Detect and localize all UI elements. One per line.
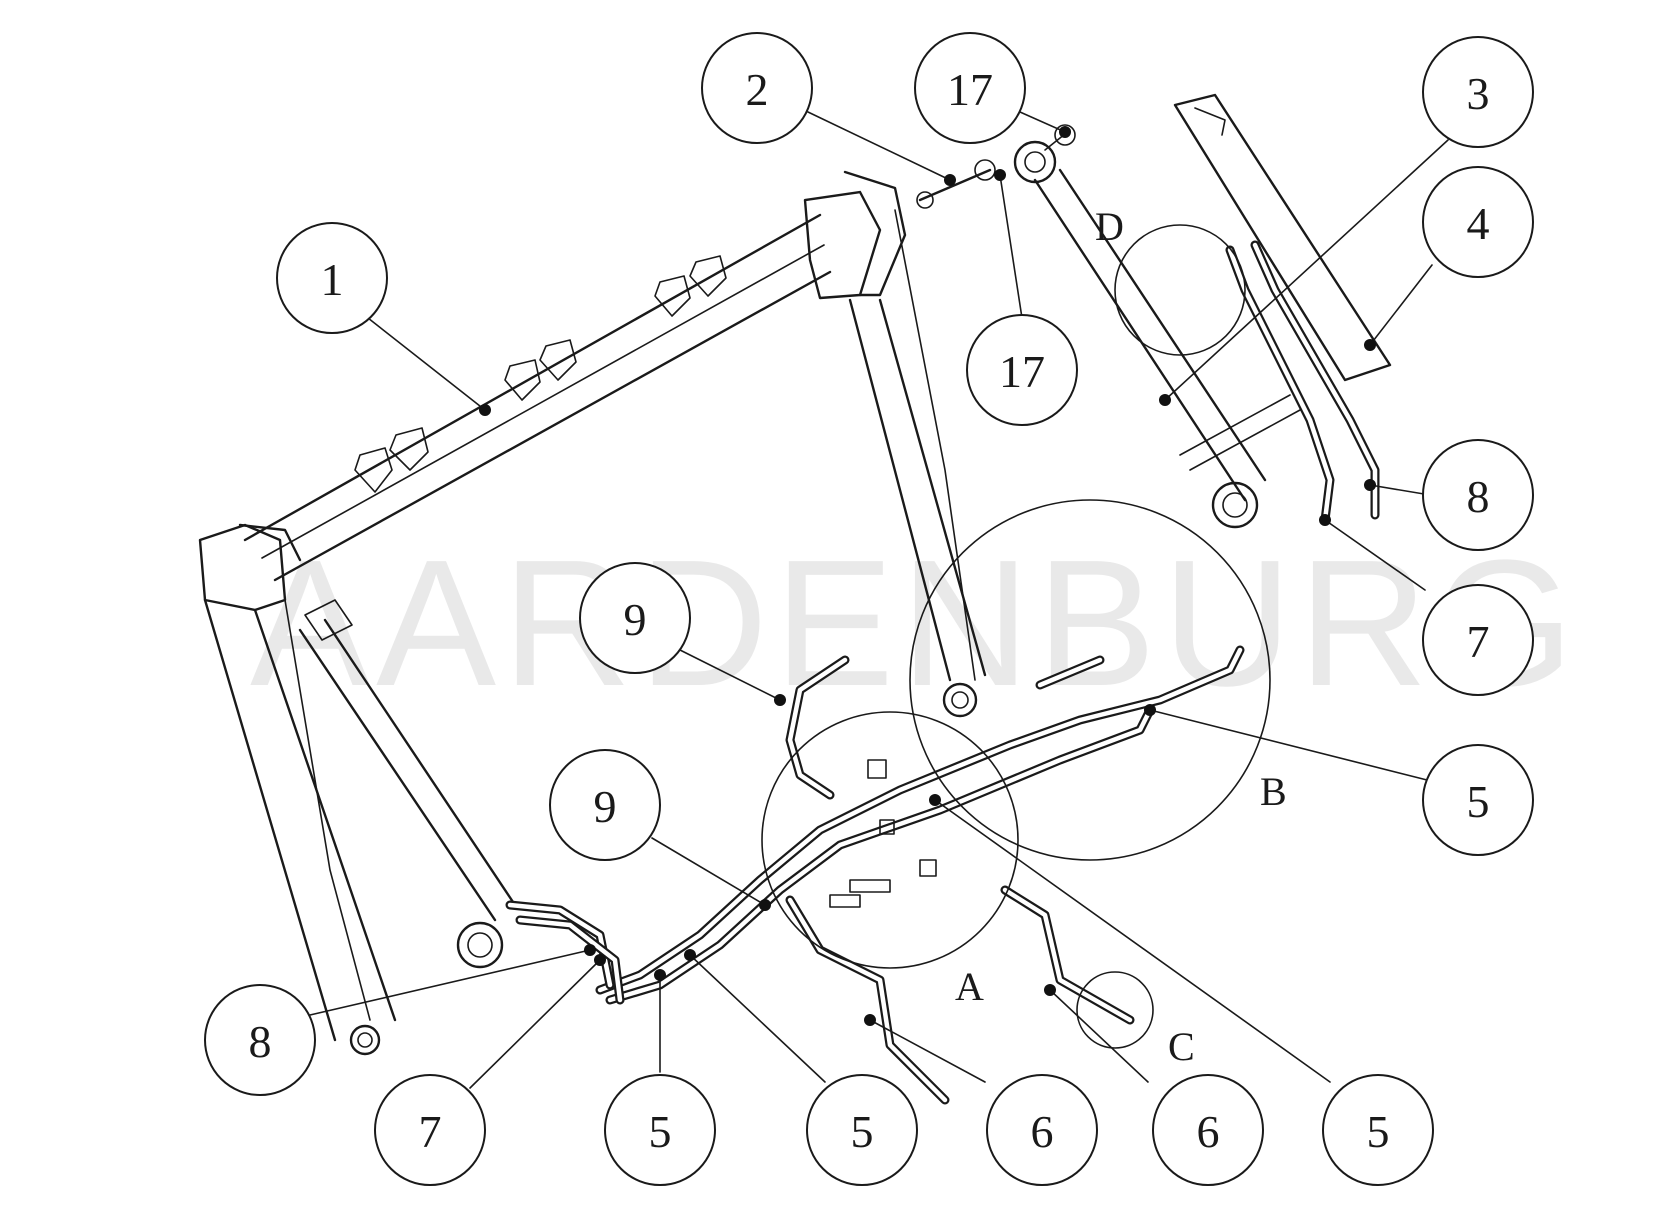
detail-label-c: C (1168, 1024, 1195, 1069)
svg-text:5: 5 (649, 1106, 672, 1157)
svg-text:6: 6 (1031, 1106, 1054, 1157)
svg-text:5: 5 (1367, 1106, 1390, 1157)
svg-text:9: 9 (594, 781, 617, 832)
hoses (505, 240, 1380, 1105)
callout-5-bottom-c: 5 (1322, 1074, 1434, 1186)
svg-text:9: 9 (624, 594, 647, 645)
leader-lines (309, 111, 1449, 1089)
detail-circle-d (1114, 224, 1246, 356)
callout-1: 1 (276, 222, 388, 334)
svg-text:5: 5 (1467, 776, 1490, 827)
callout-5-right: 5 (1422, 744, 1534, 856)
callout-17-mid: 17 (966, 314, 1078, 426)
svg-text:2: 2 (746, 64, 769, 115)
detail-circle-c (1076, 971, 1154, 1049)
callout-5-bottom-a: 5 (604, 1074, 716, 1186)
svg-text:8: 8 (1467, 471, 1490, 522)
svg-text:1: 1 (321, 254, 344, 305)
fittings (829, 759, 937, 908)
main-frame (198, 170, 987, 1056)
svg-text:3: 3 (1467, 68, 1490, 119)
callout-5-bottom-b: 5 (806, 1074, 918, 1186)
svg-text:17: 17 (947, 64, 993, 115)
svg-text:7: 7 (419, 1106, 442, 1157)
callout-2: 2 (701, 32, 813, 144)
svg-text:4: 4 (1467, 198, 1490, 249)
callout-8-left: 8 (204, 984, 316, 1096)
detail-label-b: B (1260, 769, 1287, 814)
svg-text:6: 6 (1197, 1106, 1220, 1157)
callout-7-left: 7 (374, 1074, 486, 1186)
callout-17-top: 17 (914, 32, 1026, 144)
svg-text:7: 7 (1467, 616, 1490, 667)
callout-6-right: 6 (1152, 1074, 1264, 1186)
callout-9-lower: 9 (549, 749, 661, 861)
callout-6-left: 6 (986, 1074, 1098, 1186)
svg-text:17: 17 (999, 346, 1045, 397)
callout-4: 4 (1422, 166, 1534, 278)
svg-text:5: 5 (851, 1106, 874, 1157)
svg-text:8: 8 (249, 1016, 272, 1067)
callout-8-right: 8 (1422, 439, 1534, 551)
right-plate (1173, 93, 1392, 382)
right-cylinder (1013, 140, 1301, 529)
detail-circle-b (909, 499, 1271, 861)
callout-7-right: 7 (1422, 584, 1534, 696)
watermark: AARDENBURG (250, 523, 1580, 724)
left-cylinder (298, 599, 517, 969)
callout-9-upper: 9 (579, 562, 691, 674)
leader-dots (479, 126, 1376, 1026)
detail-circle-a (761, 711, 1019, 969)
callout-3: 3 (1422, 36, 1534, 148)
detail-label-a: A (955, 964, 984, 1009)
detail-label-d: D (1095, 204, 1124, 249)
